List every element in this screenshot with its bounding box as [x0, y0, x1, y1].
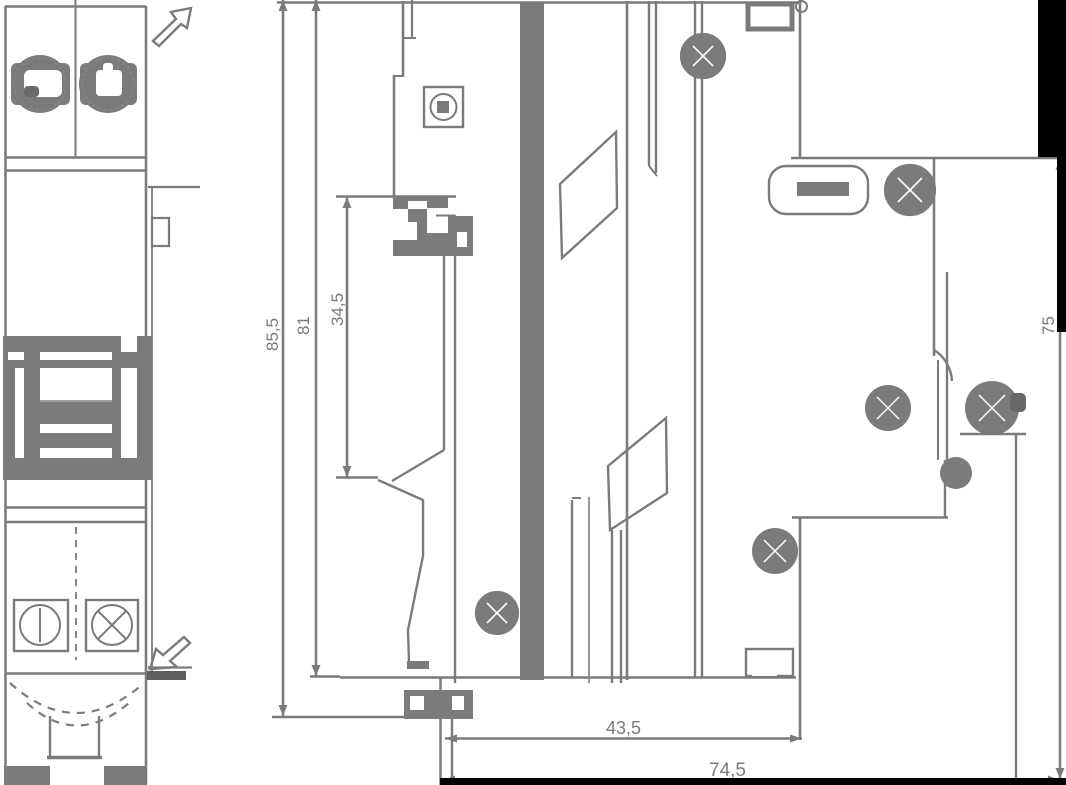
svg-text:34,5: 34,5 [328, 293, 347, 326]
svg-text:43,5: 43,5 [606, 718, 641, 738]
svg-text:85,5: 85,5 [263, 318, 282, 351]
svg-text:74,5: 74,5 [709, 760, 746, 781]
svg-text:75: 75 [1039, 316, 1058, 335]
svg-text:81: 81 [294, 316, 313, 335]
